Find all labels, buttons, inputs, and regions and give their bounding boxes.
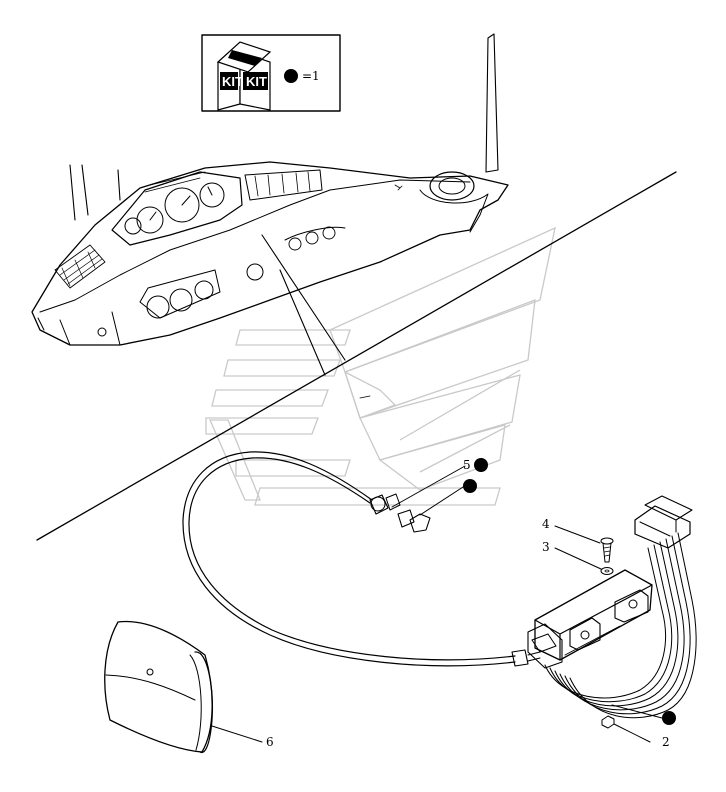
item-6-pouch: 6 (104, 620, 274, 754)
item-3-washer: 3 (542, 540, 614, 575)
item-4-screw: 4 (542, 517, 614, 563)
connection-cable (182, 451, 541, 667)
item-2-nut: 2 (601, 715, 670, 749)
cab-pillars (69, 33, 499, 221)
center-tick (359, 395, 371, 399)
item-1-callout (611, 704, 676, 725)
callout-6: 6 (266, 735, 274, 749)
kit-label-right: KIT (246, 74, 267, 89)
item-1-control-module (527, 495, 697, 719)
section-cut-line (36, 171, 677, 541)
kit-box-icon: KIT KIT (216, 41, 272, 111)
callout-5: 5 (463, 458, 471, 472)
kit-marker-dot-icon (662, 711, 676, 725)
kit-equals-text: =1 (302, 69, 320, 83)
kit-legend-box: KIT KIT =1 (201, 34, 341, 112)
watermark-logo (205, 226, 556, 506)
dashboard-assembly (31, 161, 509, 346)
callout-3: 3 (542, 540, 550, 554)
callout-4: 4 (542, 517, 550, 531)
kit-marker-dot-icon (284, 69, 298, 83)
kit-marker-dot-icon (463, 479, 477, 493)
callout-2: 2 (662, 735, 670, 749)
kit-marker-dot-icon (474, 458, 488, 472)
kit-label-left: KIT (222, 74, 243, 89)
item-5-sensor: 5 (369, 458, 488, 533)
mounting-location-leader (261, 234, 346, 376)
